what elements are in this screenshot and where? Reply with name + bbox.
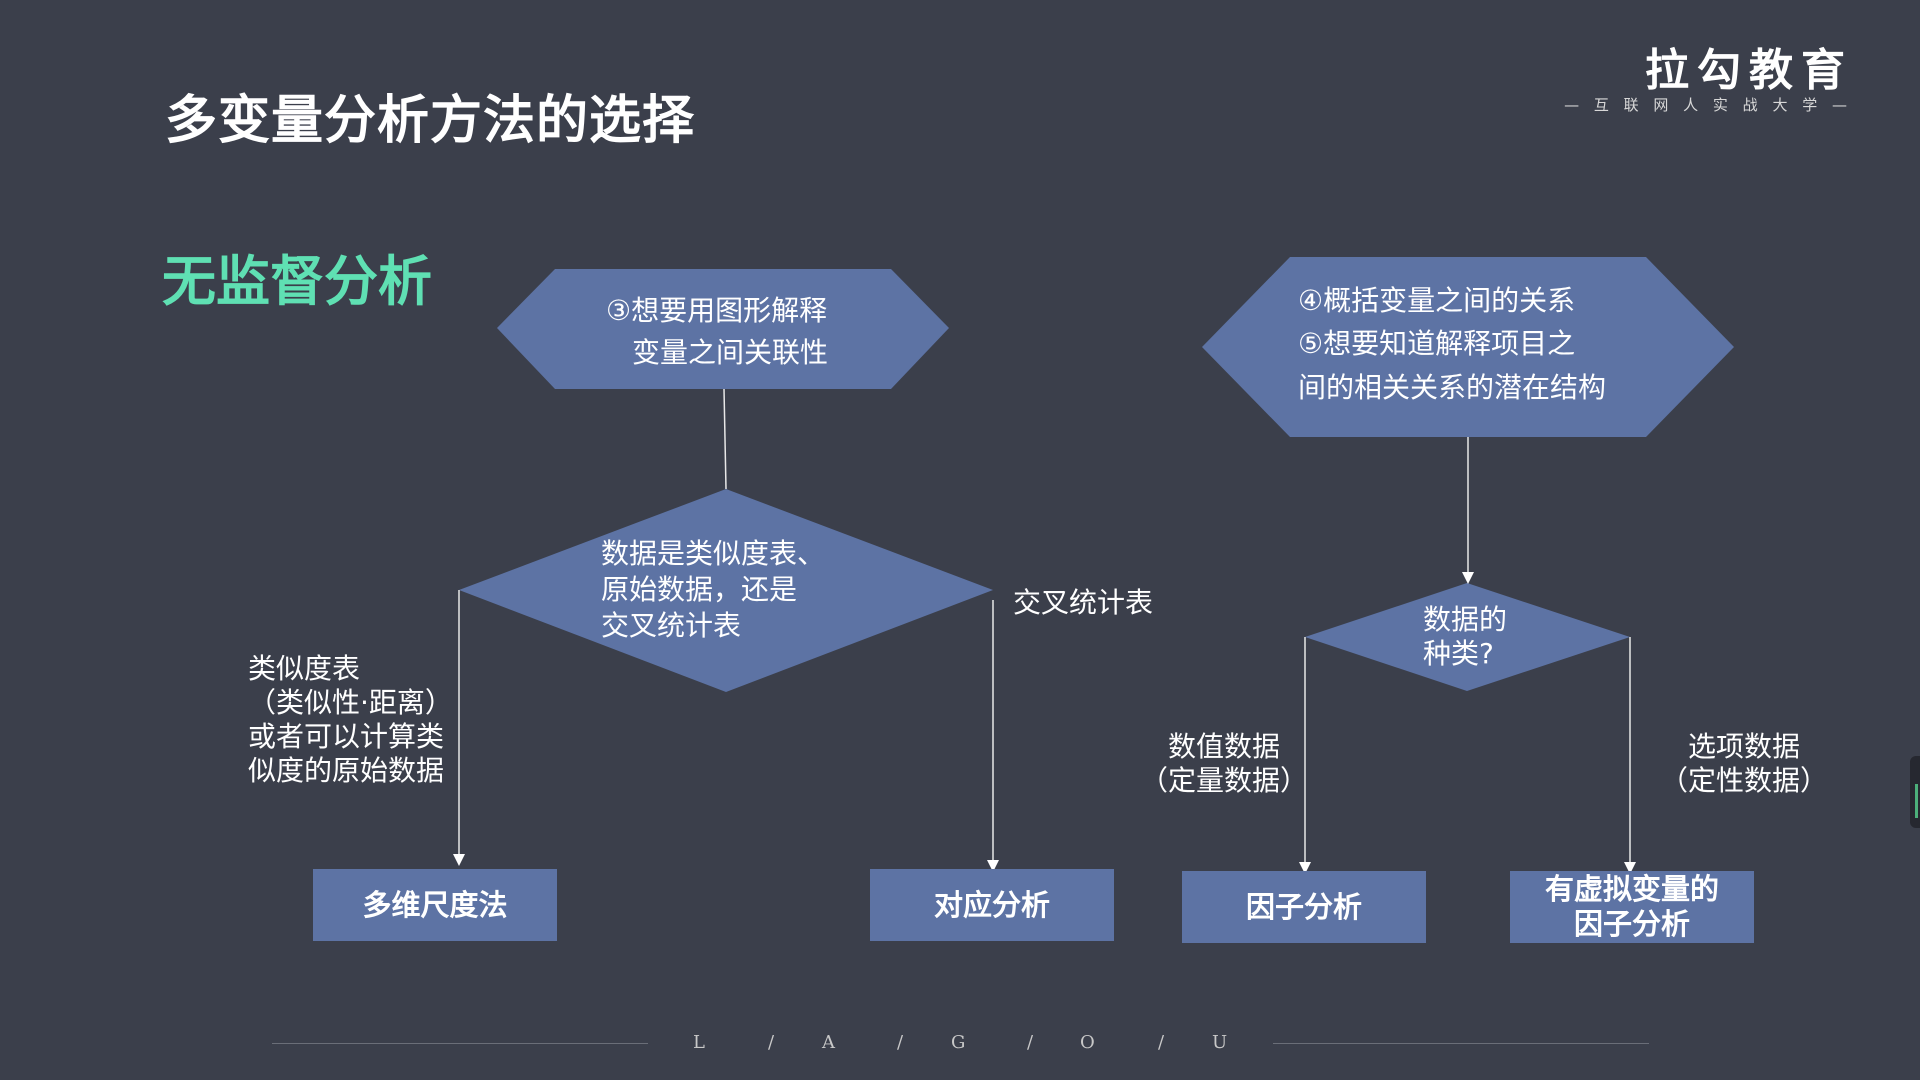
footer-divider-right bbox=[1273, 1043, 1649, 1044]
edge-label-numeric-line1: 数值数据 bbox=[1168, 730, 1281, 763]
diamond-right-text: 数据的 种类? bbox=[1423, 603, 1507, 671]
diamond-left-shape bbox=[459, 489, 993, 692]
footer-divider-left bbox=[272, 1043, 648, 1044]
edge-label-numeric-line2: （定量数据） bbox=[1140, 764, 1309, 798]
result-dummy-factor-line2: 因子分析 bbox=[1573, 907, 1690, 941]
result-box-dummy-factor: 有虚拟变量的 因子分析 bbox=[1510, 871, 1754, 943]
footer-letter-l: L bbox=[693, 1032, 705, 1053]
diamond-left-line3: 交叉统计表 bbox=[601, 608, 742, 642]
hexagon-left-line2: 变量之间关联性 bbox=[632, 336, 829, 369]
hexagon-right-shape bbox=[1202, 257, 1734, 437]
result-mds-label: 多维尺度法 bbox=[362, 887, 508, 922]
footer-letter-g: G bbox=[951, 1032, 966, 1053]
result-box-mds: 多维尺度法 bbox=[313, 869, 557, 941]
connector-hex-left-to-diamond bbox=[723, 388, 727, 490]
footer-slash-1: / bbox=[768, 1032, 775, 1053]
footer-letter-o: O bbox=[1080, 1032, 1095, 1053]
edge-label-similarity: 类似度表 （类似性·距离） 或者可以计算类 似度的原始数据 bbox=[248, 652, 453, 789]
edge-label-similarity-line3: 或者可以计算类 bbox=[248, 720, 445, 754]
diamond-right-line1: 数据的 bbox=[1423, 603, 1508, 636]
edge-label-similarity-line2: （类似性·距离） bbox=[248, 686, 453, 720]
diamond-right-shape bbox=[1305, 583, 1630, 691]
footer-slash-3: / bbox=[1027, 1032, 1034, 1053]
hexagon-left-line1: ③想要用图形解释 bbox=[606, 294, 828, 327]
edge-label-numeric: 数值数据 （定量数据） bbox=[1140, 730, 1308, 798]
diamond-left-line2: 原始数据，还是 bbox=[601, 572, 798, 606]
footer-slash-2: / bbox=[897, 1032, 904, 1053]
hexagon-right-line3: 间的相关关系的潜在结构 bbox=[1298, 370, 1607, 404]
diamond-left-text: 数据是类似度表、 原始数据，还是 交叉统计表 bbox=[601, 536, 825, 643]
brand-tagline: — 互 联 网 人 实 战 大 学 — bbox=[1564, 96, 1852, 114]
edge-label-option: 选项数据 （定性数据） bbox=[1660, 730, 1828, 798]
edge-label-option-line2: （定性数据） bbox=[1660, 764, 1829, 798]
footer-letter-u: U bbox=[1212, 1032, 1228, 1053]
footer-slash-4: / bbox=[1158, 1032, 1165, 1053]
edge-label-similarity-line1: 类似度表 bbox=[248, 652, 361, 685]
diamond-right-line2: 种类? bbox=[1423, 637, 1494, 671]
result-correspondence-label: 对应分析 bbox=[933, 887, 1050, 922]
hexagon-left-text: ③想要用图形解释 变量之间关联性 bbox=[606, 290, 828, 374]
footer-letter-a: A bbox=[822, 1032, 835, 1053]
hexagon-right-text: ④概括变量之间的关系 ⑤想要知道解释项目之 间的相关关系的潜在结构 bbox=[1298, 279, 1606, 409]
section-title: 无监督分析 bbox=[162, 250, 432, 313]
result-dummy-factor-line1: 有虚拟变量的 bbox=[1544, 872, 1719, 907]
result-box-factor: 因子分析 bbox=[1182, 871, 1426, 943]
result-box-correspondence: 对应分析 bbox=[870, 869, 1114, 941]
edge-label-similarity-line4: 似度的原始数据 bbox=[248, 754, 445, 788]
hexagon-left-shape bbox=[497, 269, 949, 389]
hexagon-right-line1: ④概括变量之间的关系 bbox=[1298, 284, 1576, 317]
edge-label-option-line1: 选项数据 bbox=[1688, 730, 1801, 763]
result-factor-label: 因子分析 bbox=[1245, 889, 1362, 924]
brand-logo: 拉勾教育 bbox=[1645, 45, 1853, 96]
edge-label-cross: 交叉统计表 bbox=[1013, 586, 1154, 619]
hexagon-right-line2: ⑤想要知道解释项目之 bbox=[1298, 327, 1576, 361]
side-panel-indicator bbox=[1915, 784, 1918, 818]
page-title: 多变量分析方法的选择 bbox=[165, 91, 696, 151]
diamond-left-line1: 数据是类似度表、 bbox=[601, 537, 826, 570]
